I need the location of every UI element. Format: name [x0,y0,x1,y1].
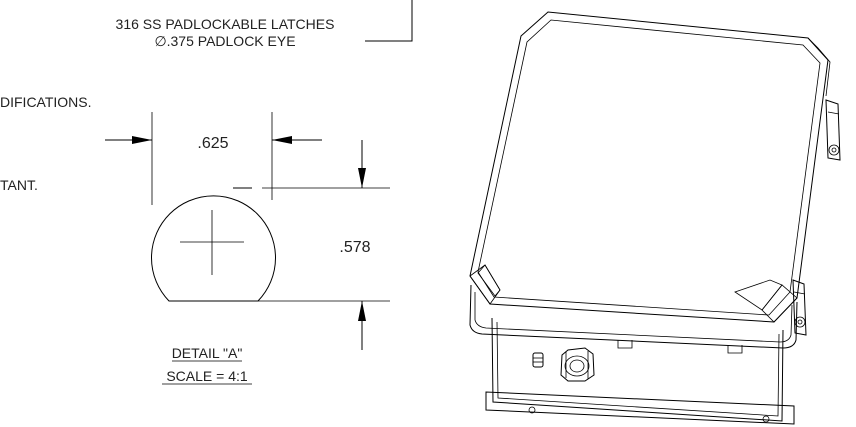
mounting-hole-right [762,415,770,423]
detail-a: .625 .578 DETAIL "A" SCALE = 4:1 [105,112,390,385]
detail-scale: SCALE = 4:1 [166,368,248,384]
enclosure-body-inner [496,321,780,417]
callout-leader-line [365,0,413,42]
arrow-up-icon [358,301,366,321]
lid-rim-outer [469,284,798,349]
height-dimension-value: .578 [339,239,370,256]
note-fragment-2: TANT. [0,177,38,193]
lid-rim-inner [474,292,793,343]
base-flange [485,391,795,425]
padlock-eye-profile [151,195,276,302]
callout-line-1: 316 SS PADLOCKABLE LATCHES [116,16,335,32]
lid-side-edge [807,37,831,97]
arrow-left-icon [272,136,292,144]
enclosure-body-outline [491,317,784,422]
enclosure-drawing [469,11,841,425]
latch-lower [792,279,807,336]
width-dimension-value: .625 [197,135,228,152]
vent-plug [532,352,544,368]
corner-facet-right [734,279,783,311]
hinge-tab-left [617,340,633,349]
arrow-right-icon [132,136,152,144]
arrow-down-icon [358,168,366,188]
detail-title: DETAIL "A" [172,345,243,361]
lid-top-inner-edge [477,19,821,316]
hinge-tab-right [727,345,743,354]
note-fragment-1: DIFICATIONS. [0,94,92,110]
mounting-hole-left [528,406,536,414]
callout-line-2: ∅.375 PADLOCK EYE [154,33,295,49]
latch-upper [825,99,841,161]
latch-callout: 316 SS PADLOCKABLE LATCHES ∅.375 PADLOCK… [116,0,413,49]
corner-facet-left [477,264,501,297]
cord-grip [560,347,595,382]
corner-bevel-front-left [469,264,501,305]
